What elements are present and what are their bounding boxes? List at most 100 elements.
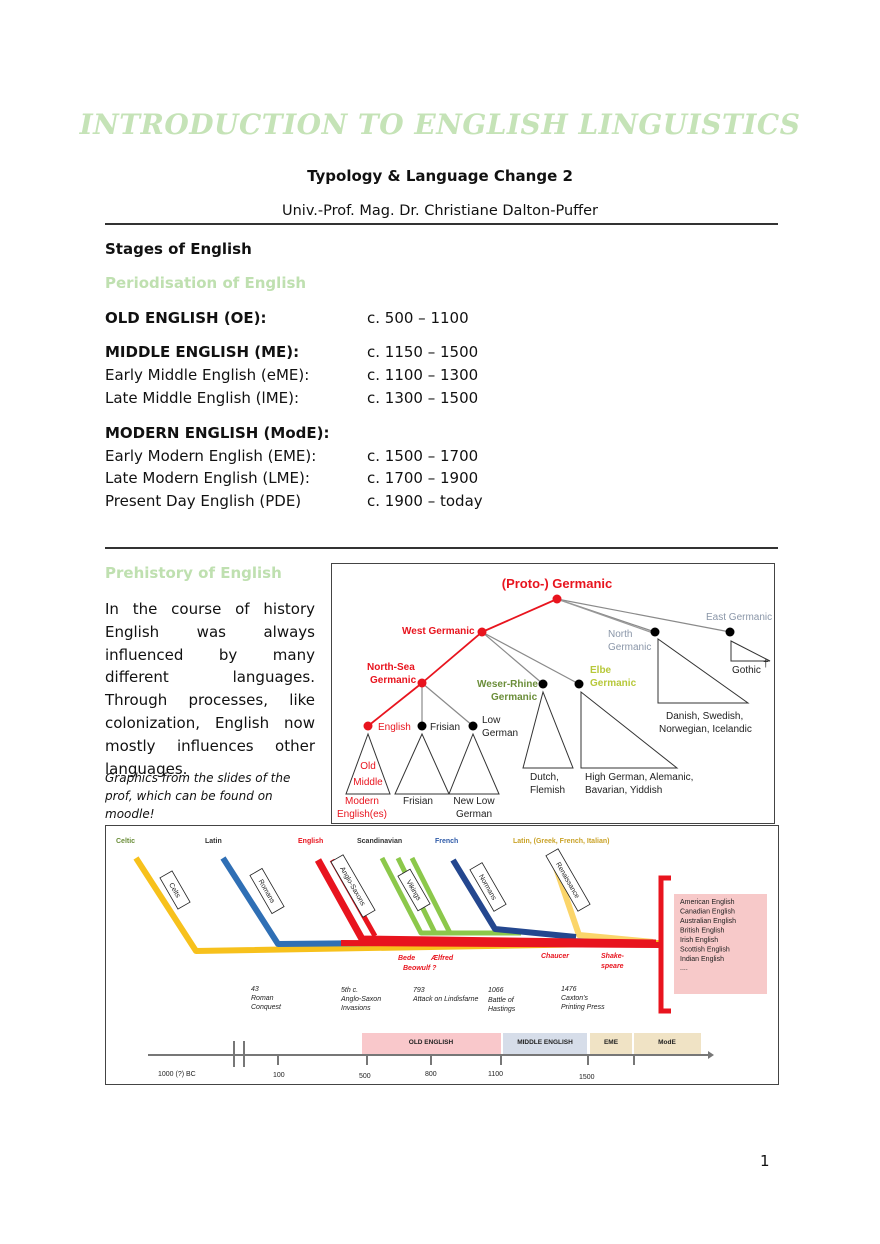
svg-text:Danish, Swedish,: Danish, Swedish, (666, 711, 743, 722)
svg-text:Gothic: Gothic (732, 665, 761, 676)
svg-text:Old: Old (360, 761, 376, 772)
svg-text:Modern: Modern (345, 796, 379, 807)
subheading-periodisation: Periodisation of English (105, 274, 307, 292)
svg-text:Anglo-Saxon: Anglo-Saxon (340, 996, 381, 1003)
svg-text:EME: EME (604, 1039, 619, 1046)
period-label: Early Middle English (eME): (105, 366, 310, 384)
svg-text:Australian English: Australian English (680, 918, 736, 925)
period-label: Late Modern English (LME): (105, 469, 310, 487)
svg-text:Frisian: Frisian (430, 722, 460, 733)
svg-text:OLD ENGLISH: OLD ENGLISH (409, 1039, 454, 1046)
svg-text:High German, Alemanic,: High German, Alemanic, (585, 772, 693, 783)
period-dates: c. 1100 – 1300 (367, 366, 479, 384)
period-label: Present Day English (PDE) (105, 492, 302, 510)
svg-text:Germanic: Germanic (608, 642, 651, 653)
period-dates: c. 1150 – 1500 (367, 343, 479, 361)
document-title: INTRODUCTION TO ENGLISH LINGUISTICS (79, 108, 801, 141)
svg-text:Germanic: Germanic (590, 678, 637, 689)
svg-text:Printing Press: Printing Press (561, 1004, 605, 1011)
page-number: 1 (760, 1152, 770, 1170)
svg-text:Low: Low (482, 715, 501, 726)
period-label: Early Modern English (EME): (105, 447, 317, 465)
svg-text:Flemish: Flemish (530, 785, 565, 796)
period-row: MODERN ENGLISH (ModE): (105, 424, 625, 442)
svg-text:Latin, (Greek, French, Italian: Latin, (Greek, French, Italian) (513, 838, 609, 845)
svg-text:Weser-Rhine: Weser-Rhine (477, 679, 538, 690)
period-row: Early Modern English (EME): c. 1500 – 17… (105, 447, 625, 465)
period-dates: c. 1300 – 1500 (367, 389, 479, 407)
svg-text:500: 500 (359, 1073, 371, 1080)
svg-text:ModE: ModE (658, 1039, 676, 1046)
section-divider (105, 547, 778, 549)
svg-text:Scottish English: Scottish English (680, 947, 730, 954)
period-row: Early Middle English (eME): c. 1100 – 13… (105, 366, 625, 384)
period-row: MIDDLE ENGLISH (ME): c. 1150 – 1500 (105, 343, 625, 361)
svg-text:German: German (456, 809, 492, 820)
prehistory-paragraph: In the course of history English was alw… (105, 600, 315, 778)
svg-text:1000 (?) BC: 1000 (?) BC (158, 1071, 196, 1078)
period-dates: c. 1900 – today (367, 492, 483, 510)
svg-text:43: 43 (251, 986, 259, 993)
svg-text:Frisian: Frisian (403, 796, 433, 807)
svg-text:German: German (482, 728, 518, 739)
svg-text:New Low: New Low (453, 796, 495, 807)
influences-timeline-figure: Celtic Latin English Scandinavian French… (105, 825, 779, 1085)
svg-text:†: † (763, 659, 769, 670)
svg-text:(Proto-) Germanic: (Proto-) Germanic (502, 576, 613, 591)
period-label: MIDDLE ENGLISH (ME): (105, 343, 300, 361)
svg-text:Celtic: Celtic (116, 838, 135, 845)
svg-text:100: 100 (273, 1072, 285, 1079)
svg-text:Bede: Bede (398, 955, 415, 962)
svg-text:Caxton's: Caxton's (561, 995, 589, 1002)
svg-text:American English: American English (680, 899, 735, 906)
period-label: MODERN ENGLISH (ModE): (105, 424, 330, 442)
svg-text:British English: British English (680, 928, 724, 935)
svg-text:French: French (435, 838, 458, 845)
svg-text:Canadian English: Canadian English (680, 909, 735, 916)
period-row: Late Modern English (LME): c. 1700 – 190… (105, 469, 625, 487)
svg-text:Attack on Lindisfarne: Attack on Lindisfarne (412, 996, 478, 1003)
svg-text:Indian English: Indian English (680, 956, 724, 963)
svg-text:Norwegian, Icelandic: Norwegian, Icelandic (659, 724, 752, 735)
svg-text:1476: 1476 (561, 986, 577, 993)
svg-text:Dutch,: Dutch, (530, 772, 559, 783)
period-label: Late Middle English (lME): (105, 389, 300, 407)
svg-text:Germanic: Germanic (370, 675, 417, 686)
graphics-note: Graphics from the slides of the prof, wh… (105, 771, 291, 821)
svg-text:Elbe: Elbe (590, 665, 612, 676)
document-subtitle: Typology & Language Change 2 (307, 167, 573, 185)
svg-text:1100: 1100 (488, 1071, 503, 1078)
svg-text:East Germanic: East Germanic (706, 612, 772, 623)
svg-text:Latin: Latin (205, 838, 222, 845)
svg-text:Scandinavian: Scandinavian (357, 838, 402, 845)
svg-text:Beowulf ?: Beowulf ? (403, 965, 437, 972)
svg-text:English: English (298, 838, 323, 845)
period-row: OLD ENGLISH (OE): c. 500 – 1100 (105, 309, 625, 327)
svg-text:Roman: Roman (251, 995, 274, 1002)
svg-text:5th c.: 5th c. (341, 987, 358, 994)
svg-text:Middle: Middle (353, 777, 383, 788)
period-row: Late Middle English (lME): c. 1300 – 150… (105, 389, 625, 407)
section-heading-stages: Stages of English (105, 240, 252, 258)
subheading-prehistory: Prehistory of English (105, 564, 282, 582)
svg-text:English(es): English(es) (337, 809, 387, 820)
period-label: OLD ENGLISH (OE): (105, 309, 267, 327)
header-divider (105, 223, 778, 225)
svg-text:Hastings: Hastings (488, 1006, 516, 1013)
author-line: Univ.-Prof. Mag. Dr. Christiane Dalton-P… (281, 203, 599, 219)
svg-text:English: English (378, 722, 411, 733)
svg-text:Battle of: Battle of (488, 997, 515, 1004)
svg-text:MIDDLE ENGLISH: MIDDLE ENGLISH (517, 1039, 573, 1046)
timeline-diagram: Celtic Latin English Scandinavian French… (116, 838, 767, 1081)
svg-text:Conquest: Conquest (251, 1004, 282, 1011)
germanic-tree-figure: (Proto-) Germanic West Germanic North-Se… (331, 563, 775, 824)
svg-text:800: 800 (425, 1071, 437, 1078)
svg-text:Bavarian, Yiddish: Bavarian, Yiddish (585, 785, 662, 796)
svg-text:Irish English: Irish English (680, 937, 718, 944)
svg-text:Chaucer: Chaucer (541, 953, 570, 960)
svg-text:North-Sea: North-Sea (367, 662, 415, 673)
svg-text:Invasions: Invasions (341, 1005, 371, 1012)
svg-text:speare: speare (601, 963, 624, 970)
svg-text:Shake-: Shake- (601, 953, 625, 960)
svg-text:North: North (608, 629, 632, 640)
